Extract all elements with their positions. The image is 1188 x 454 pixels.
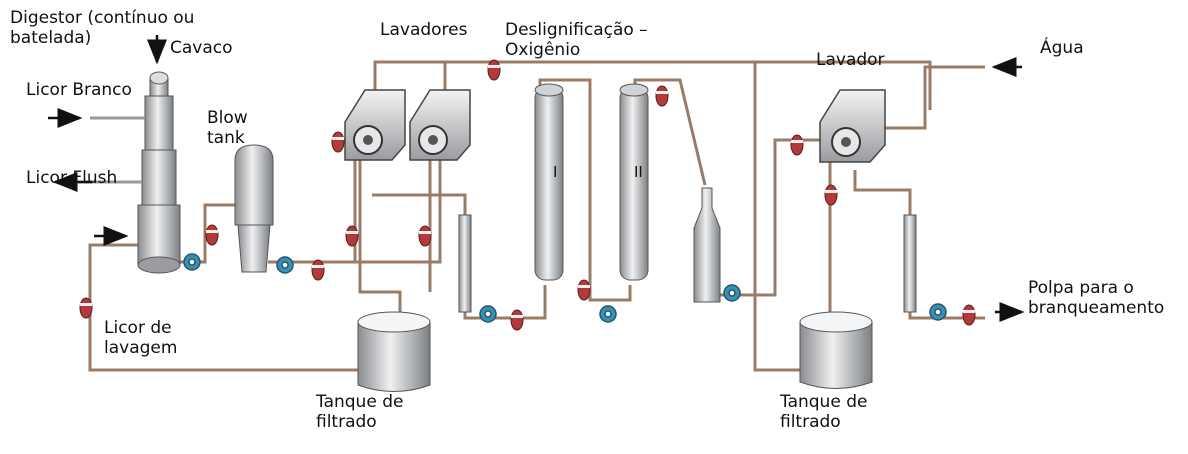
valve-icon [510, 309, 524, 331]
valve-icon [577, 279, 591, 301]
reactor-1-label: I [553, 163, 558, 181]
digestor-vessel [78, 71, 181, 274]
outlet-column [903, 214, 917, 313]
digestor-label: Digestor (contínuo ou batelada) [10, 8, 195, 48]
filtrate-tank-2 [799, 311, 873, 389]
polpa-label: Polpa para o branqueamento [1028, 278, 1165, 318]
wash-column [458, 214, 472, 313]
washer-1 [344, 89, 406, 161]
washer-3 [819, 89, 886, 163]
valve-icon [962, 304, 976, 326]
valve-icon [487, 59, 501, 81]
pump-icon [276, 256, 294, 274]
valves [79, 59, 976, 331]
agua-label: Água [1040, 38, 1084, 58]
valve-icon [79, 297, 93, 319]
pump-icon [479, 305, 497, 323]
lavadores-label: Lavadores [380, 20, 468, 40]
valve-icon [311, 259, 325, 281]
valve-icon [790, 134, 804, 156]
pump-icon [723, 284, 741, 302]
pump-icon [929, 303, 947, 321]
blow-tank [234, 144, 274, 273]
pump-icon [183, 253, 201, 271]
washer-2 [409, 89, 471, 161]
filtrate-tank-1 [357, 311, 431, 392]
valve-icon [418, 225, 432, 247]
reactor-2-label: II [634, 163, 643, 181]
licor-branco-label: Licor Branco [26, 80, 132, 100]
reactor-2 [619, 83, 649, 281]
flash-tower [693, 187, 721, 303]
valve-icon [655, 85, 669, 107]
valve-icon [345, 225, 359, 247]
tanque-filtrado-2-label: Tanque de filtrado [780, 392, 868, 432]
tanque-filtrado-1-label: Tanque de filtrado [316, 392, 404, 432]
pumps [183, 253, 947, 323]
licor-lavagem-label: Licor de lavagem [104, 318, 178, 358]
lavador-label: Lavador [816, 50, 885, 70]
cavaco-label: Cavaco [170, 38, 233, 58]
pump-icon [599, 305, 617, 323]
licor-flush-label: Licor Flush [26, 168, 118, 188]
valve-icon [331, 131, 345, 153]
valve-icon [824, 184, 838, 206]
reactor-1 [534, 83, 564, 281]
blow-tank-label: Blow tank [207, 108, 248, 148]
valve-icon [205, 224, 219, 246]
deslignificacao-label: Deslignificação – Oxigênio [505, 20, 648, 60]
